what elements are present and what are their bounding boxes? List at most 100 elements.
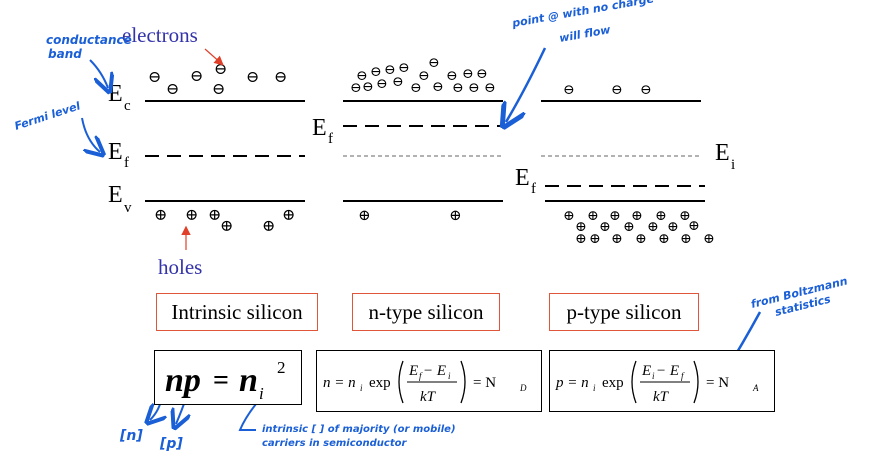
svg-text:f: f	[419, 371, 423, 381]
svg-text:D: D	[519, 383, 527, 393]
svg-text:point @ with no charge: point @ with no charge	[510, 0, 655, 30]
svg-text:i: i	[448, 371, 451, 381]
electrons-pointer	[204, 48, 224, 66]
svg-text:[p]: [p]	[159, 436, 183, 452]
intrinsic-silicon-box: Intrinsic silicon	[156, 293, 318, 331]
svg-text:− E: − E	[656, 363, 679, 379]
label-ef: E f	[108, 139, 129, 171]
electron-symbol: ⊖	[166, 81, 179, 98]
hole-symbol: ⊕	[220, 218, 233, 235]
label-ef-ptype: E f	[515, 165, 536, 197]
label-ec: E c	[108, 81, 131, 114]
ntype-silicon-box: n-type silicon	[352, 293, 500, 331]
svg-text:⊖: ⊖	[611, 83, 623, 98]
ntype-equation: n = n i exp E f − E i kT = N D	[323, 360, 527, 405]
svg-text:⊖: ⊖	[484, 81, 496, 96]
annotation-fermi-level: Fermi level	[13, 99, 100, 152]
svg-text:exp: exp	[602, 375, 624, 391]
svg-text:⊖: ⊖	[452, 81, 464, 96]
svg-text:kT: kT	[420, 389, 437, 405]
svg-text:⊖: ⊖	[370, 65, 382, 80]
svg-text:np: np	[165, 362, 201, 399]
svg-text:exp: exp	[369, 375, 391, 391]
svg-text:⊖: ⊖	[356, 69, 368, 84]
svg-text:E: E	[108, 81, 123, 107]
svg-text:f: f	[681, 371, 685, 381]
svg-text:i: i	[731, 157, 735, 173]
intrinsic-equation: np = n i 2	[165, 358, 286, 403]
ptype-equation-box: p = n i exp E i − E f kT = N A	[549, 350, 775, 412]
svg-text:⊖: ⊖	[392, 75, 404, 90]
svg-text:⊖: ⊖	[398, 61, 410, 76]
ptype-equation: p = n i exp E i − E f kT = N A	[555, 360, 759, 405]
svg-text:⊕: ⊕	[655, 209, 667, 224]
label-ef-ntype: E f	[312, 115, 333, 147]
svg-text:⊕: ⊕	[658, 232, 670, 247]
hole-symbol: ⊕	[185, 207, 198, 224]
svg-text:i: i	[652, 371, 655, 381]
holes-label: holes	[158, 255, 202, 279]
annotation-intrinsic-note: intrinsic [ ] of majority (or mobile) ca…	[238, 403, 456, 449]
svg-text:⊕: ⊕	[358, 208, 371, 224]
svg-text:⊕: ⊕	[688, 219, 700, 234]
svg-text:v: v	[124, 200, 132, 216]
hole-symbol: ⊕	[282, 207, 295, 224]
svg-text:− E: − E	[423, 363, 446, 379]
svg-text:band: band	[48, 47, 82, 61]
svg-text:intrinsic [ ] of majority (or: intrinsic [ ] of majority (or mobile)	[262, 424, 456, 435]
electron-symbol: ⊖	[274, 69, 287, 86]
annotation-p-bracket: [p]	[159, 397, 186, 452]
svg-text:⊕: ⊕	[635, 232, 647, 247]
svg-text:conductance: conductance	[46, 33, 132, 47]
label-ev: E v	[108, 182, 132, 216]
svg-text:kT: kT	[653, 389, 670, 405]
ptype-silicon-box: p-type silicon	[549, 293, 699, 331]
svg-text:⊖: ⊖	[563, 83, 575, 98]
svg-text:E: E	[108, 182, 123, 208]
svg-text:E: E	[641, 363, 651, 379]
svg-text:⊖: ⊖	[446, 69, 458, 84]
ntype-equation-box: n = n i exp E f − E i kT = N D	[316, 350, 542, 412]
svg-text:⊕: ⊕	[589, 232, 601, 247]
electron-symbol: ⊖	[190, 68, 203, 85]
label-ei: E i	[715, 140, 735, 173]
electrons-label: electrons	[122, 23, 198, 47]
svg-text:⊕: ⊕	[667, 220, 679, 235]
svg-text:⊖: ⊖	[362, 80, 374, 95]
svg-text:⊕: ⊕	[587, 209, 599, 224]
svg-text:⊕: ⊕	[611, 232, 623, 247]
svg-text:i: i	[593, 383, 596, 393]
svg-text:[n]: [n]	[119, 428, 143, 444]
svg-text:⊕: ⊕	[449, 208, 462, 224]
svg-text:⊕: ⊕	[575, 232, 587, 247]
svg-text:⊖: ⊖	[410, 81, 422, 96]
svg-text:⊖: ⊖	[476, 67, 488, 82]
hole-symbol: ⊕	[154, 207, 167, 224]
svg-text:⊖: ⊖	[350, 81, 362, 96]
annotation-point-no-charge: point @ with no charge will flow	[506, 0, 655, 122]
svg-text:⊖: ⊖	[468, 81, 480, 96]
svg-text:⊕: ⊕	[599, 220, 611, 235]
svg-text:i: i	[360, 383, 363, 393]
svg-text:n = n: n = n	[323, 375, 356, 391]
svg-text:f: f	[328, 131, 333, 147]
svg-text:E: E	[108, 139, 123, 165]
svg-text:⊕: ⊕	[623, 220, 635, 235]
svg-text:⊖: ⊖	[384, 63, 396, 78]
svg-text:p = n: p = n	[555, 375, 589, 391]
svg-text:⊖: ⊖	[640, 83, 652, 98]
electron-symbol: ⊖	[246, 69, 259, 86]
hole-symbol: ⊕	[208, 207, 221, 224]
electron-symbol: ⊖	[212, 81, 225, 98]
svg-text:Fermi level: Fermi level	[13, 99, 82, 133]
svg-text:E: E	[715, 140, 730, 166]
ptype-electrons: ⊖ ⊖ ⊖	[563, 83, 652, 98]
svg-text:⊕: ⊕	[631, 209, 643, 224]
svg-text:⊕: ⊕	[703, 232, 715, 247]
ntype-electrons: ⊖ ⊖ ⊖ ⊖ ⊖ ⊖ ⊖ ⊖ ⊖ ⊖ ⊖ ⊖ ⊖ ⊖ ⊖ ⊖ ⊖ ⊖	[350, 56, 496, 96]
svg-text:A: A	[752, 383, 759, 393]
svg-text:⊕: ⊕	[609, 209, 621, 224]
svg-text:⊖: ⊖	[418, 69, 430, 84]
svg-text:=: =	[213, 365, 229, 396]
svg-text:⊕: ⊕	[679, 209, 691, 224]
